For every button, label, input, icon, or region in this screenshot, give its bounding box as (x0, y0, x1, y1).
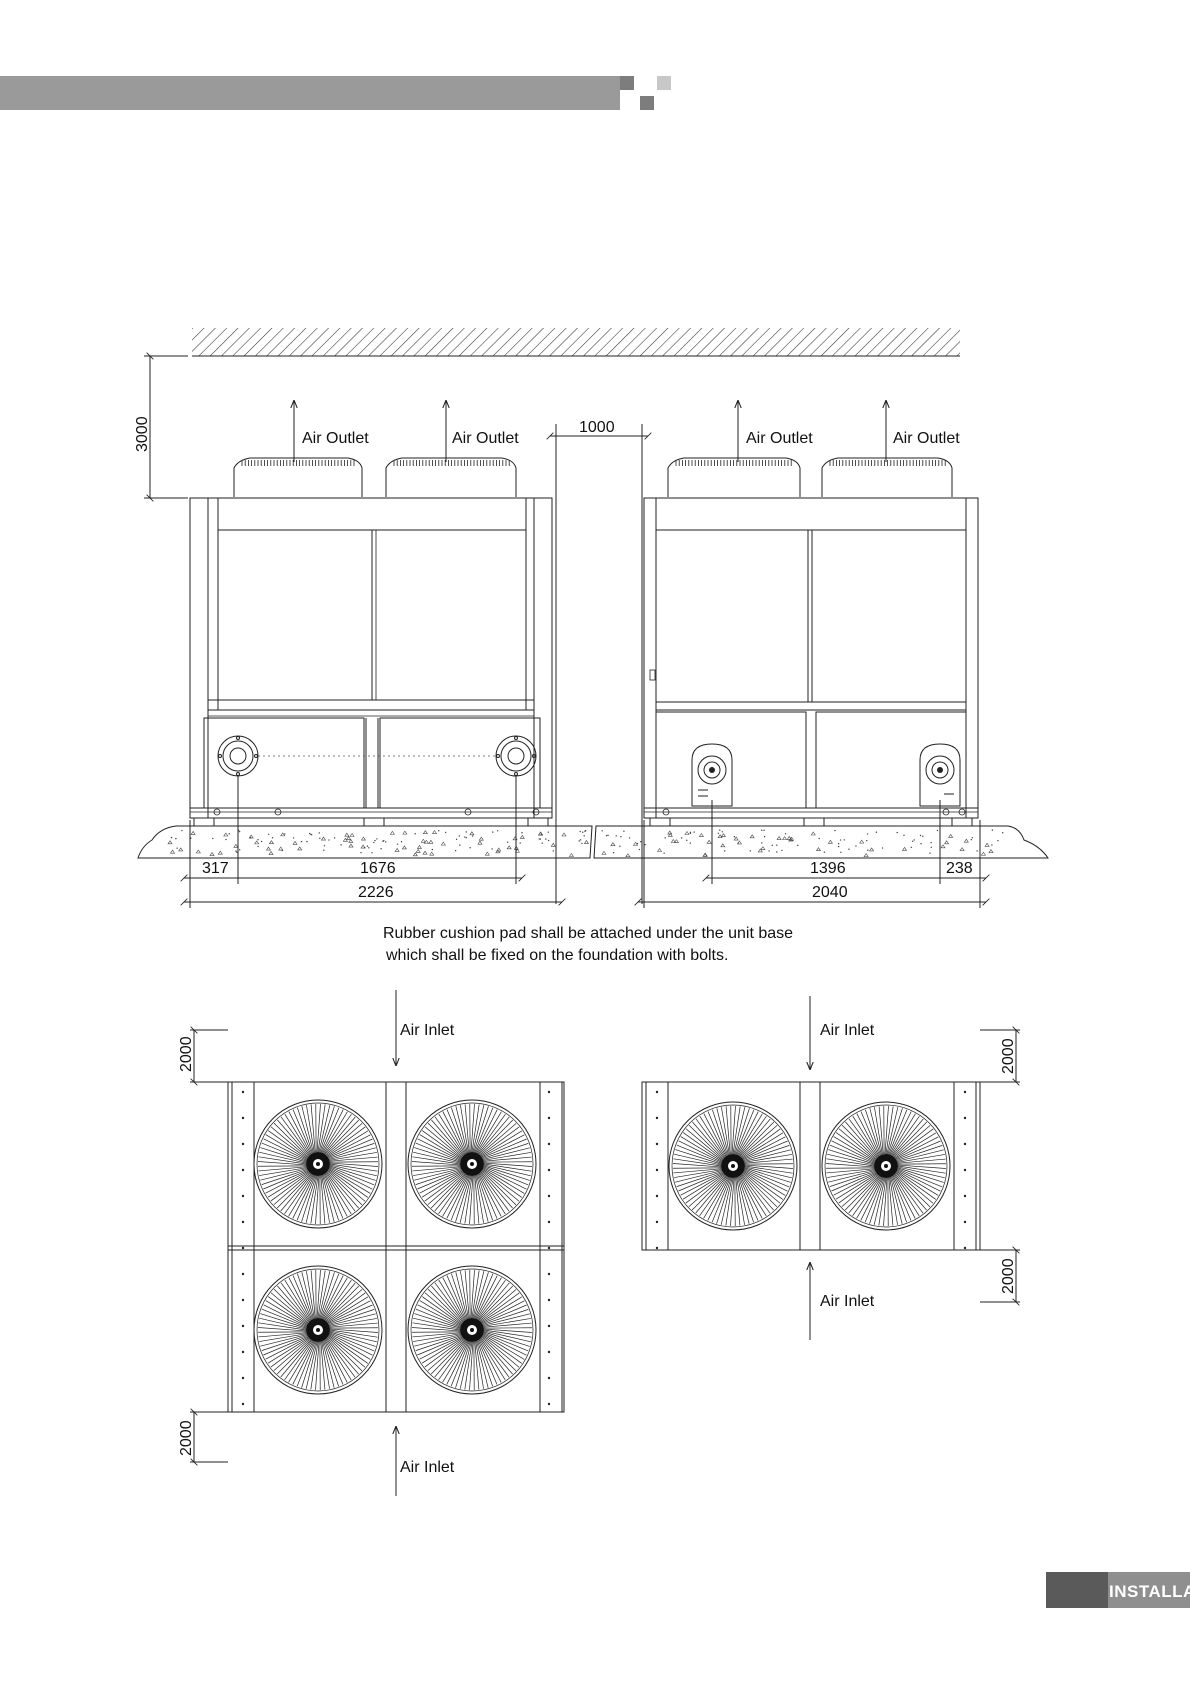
dim-2226: 2226 (358, 884, 394, 901)
header-square-light (657, 76, 671, 90)
note-line-1: Rubber cushion pad shall be attached und… (383, 925, 793, 942)
installation-note: Rubber cushion pad shall be attached und… (383, 925, 793, 964)
header-square-dark (620, 76, 634, 90)
section-tab-label: INSTALLATION (1109, 1582, 1190, 1601)
ceiling (192, 328, 960, 356)
water-pump (692, 744, 732, 806)
fan-icon (254, 1266, 382, 1394)
section-tab: INSTALLATION (1046, 1572, 1190, 1608)
note-line-2: which shall be fixed on the foundation w… (385, 947, 728, 964)
clearance-value: 2000 (178, 1420, 195, 1456)
dim-238: 238 (946, 860, 973, 877)
concrete-foundation (138, 826, 1048, 858)
clearance-top-value: 3000 (134, 416, 151, 452)
clearance-between-dimension: 1000 (550, 419, 648, 904)
air-inlet-label: Air Inlet (820, 1293, 875, 1310)
top-view-left-unit: Air Inlet Air Inlet 2000 2000 (178, 990, 564, 1496)
header-bar (0, 76, 671, 110)
dim-1676: 1676 (360, 860, 396, 877)
clearance-value: 2000 (1000, 1258, 1017, 1294)
clearance-between-value: 1000 (579, 419, 615, 436)
air-outlet-label: Air Outlet (302, 430, 369, 447)
air-inlet-label: Air Inlet (820, 1022, 875, 1039)
clearance-value: 2000 (1000, 1038, 1017, 1074)
front-view-right-unit: Air Outlet Air Outlet (644, 400, 978, 826)
air-outlet-label: Air Outlet (746, 430, 813, 447)
air-inlet-label: Air Inlet (400, 1022, 455, 1039)
fan-icon (669, 1102, 797, 1230)
front-view-left-unit: Air Outlet Air Outlet (190, 400, 552, 826)
water-pipe-flange (496, 736, 536, 776)
front-right-dimensions: 1396 238 2040 (638, 800, 986, 908)
top-view-right-unit: Air Inlet Air Inlet 2000 2000 (642, 996, 1020, 1340)
dim-1396: 1396 (810, 860, 846, 877)
dim-317: 317 (202, 860, 229, 877)
clearance-top-dimension: 3000 (134, 356, 188, 498)
air-outlet-label: Air Outlet (893, 430, 960, 447)
water-pump (920, 744, 960, 806)
air-outlet-label: Air Outlet (452, 430, 519, 447)
water-pipe-flange (218, 736, 258, 776)
dim-2040: 2040 (812, 884, 848, 901)
air-inlet-label: Air Inlet (400, 1459, 455, 1476)
fan-shroud (234, 458, 362, 497)
fan-shroud (668, 458, 800, 497)
fan-icon (408, 1100, 536, 1228)
fan-icon (408, 1266, 536, 1394)
clearance-value: 2000 (178, 1036, 195, 1072)
fan-icon (254, 1100, 382, 1228)
front-left-dimensions: 317 1676 2226 (184, 776, 562, 908)
fan-icon (822, 1102, 950, 1230)
header-square-dark-2 (640, 96, 654, 110)
